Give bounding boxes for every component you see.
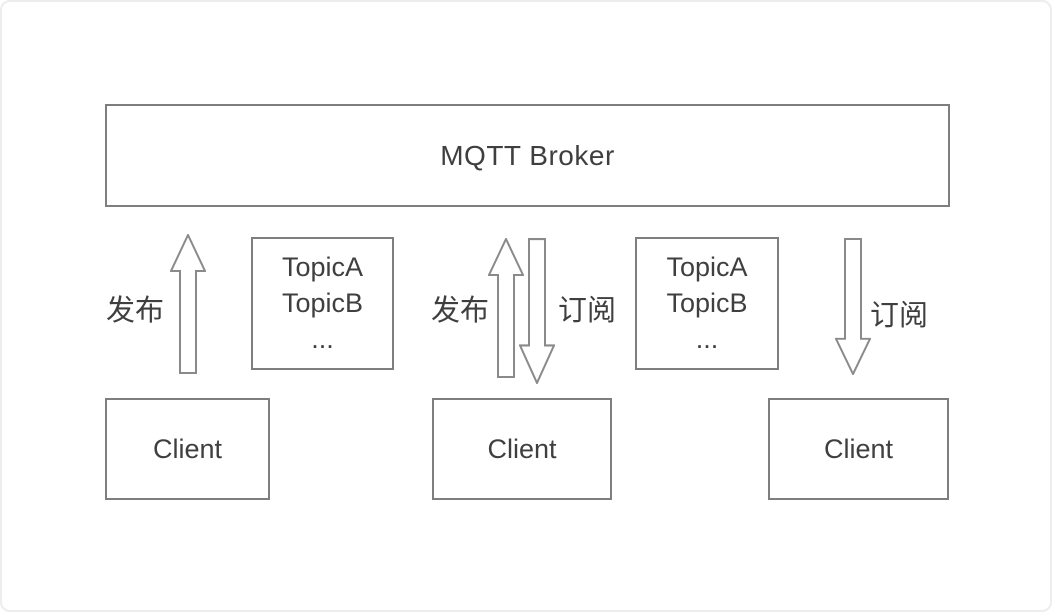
subscribe-label-middle: 订阅 xyxy=(558,295,617,327)
client-box-1: Client xyxy=(105,398,270,500)
mqtt-broker-box: MQTT Broker xyxy=(105,104,950,207)
topic-line: TopicB xyxy=(666,287,748,318)
topic-line-ellipsis: ... xyxy=(695,323,719,354)
client-box-3: Client xyxy=(768,398,949,500)
topic-line-ellipsis: ... xyxy=(311,323,334,354)
topic-box-left: TopicA TopicB ... xyxy=(251,237,394,370)
topic-box-right: TopicA TopicB ... xyxy=(635,237,779,370)
publish-label-middle: 发布 xyxy=(431,295,490,327)
arrow-up-icon xyxy=(488,238,524,378)
arrow-up-icon xyxy=(170,234,206,374)
subscribe-label-right: 订阅 xyxy=(870,300,929,332)
client-label: Client xyxy=(487,433,557,464)
arrow-down-icon xyxy=(835,238,871,375)
publish-label-left: 发布 xyxy=(106,295,165,327)
arrow-down-icon xyxy=(519,238,555,384)
client-box-2: Client xyxy=(432,398,612,500)
mqtt-broker-label: MQTT Broker xyxy=(440,139,615,171)
topic-line: TopicA xyxy=(666,251,748,282)
client-label: Client xyxy=(823,433,894,464)
topic-line: TopicB xyxy=(281,287,364,318)
topic-line: TopicA xyxy=(281,251,364,282)
client-label: Client xyxy=(152,433,223,464)
